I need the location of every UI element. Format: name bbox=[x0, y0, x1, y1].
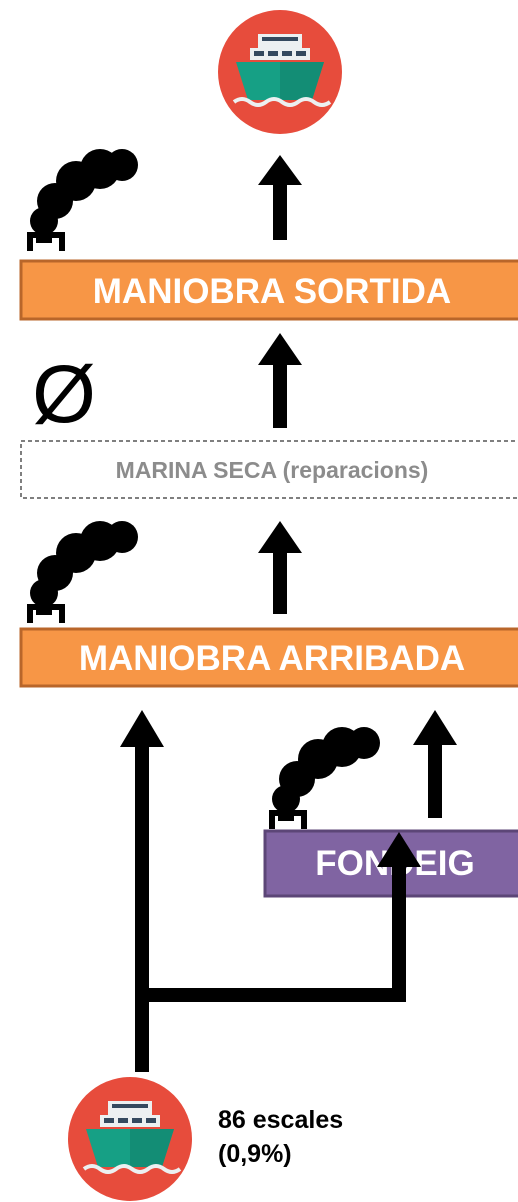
maniobra-sortida-box: MANIOBRA SORTIDA bbox=[19, 259, 518, 321]
arrow-marina-to-sortida bbox=[258, 333, 302, 428]
arrow-ship-to-arribada bbox=[120, 710, 164, 1072]
marina-seca-label: MARINA SECA (reparacions) bbox=[116, 457, 429, 483]
maniobra-sortida-label: MANIOBRA SORTIDA bbox=[93, 272, 451, 311]
arrow-fondeig-to-arribada bbox=[413, 710, 457, 818]
escales-count: 86 escales bbox=[218, 1106, 344, 1134]
maniobra-arribada-label: MANIOBRA ARRIBADA bbox=[79, 639, 465, 678]
ship-icon-bottom bbox=[66, 1075, 194, 1202]
escales-caption: 86 escales (0,9%) bbox=[218, 1103, 343, 1171]
marina-seca-box: MARINA SECA (reparacions) bbox=[20, 440, 518, 499]
maniobra-arribada-box: MANIOBRA ARRIBADA bbox=[19, 627, 518, 688]
smokestack-icon-sortida bbox=[30, 149, 138, 251]
null-symbol: Ø bbox=[32, 349, 96, 440]
smokestack-icon-fondeig bbox=[272, 727, 380, 829]
arrow-arribada-to-marina bbox=[258, 521, 302, 614]
arrow-sortida-to-ship bbox=[258, 155, 302, 240]
escales-percent: (0,9%) bbox=[218, 1140, 292, 1168]
ship-icon-top bbox=[216, 8, 344, 136]
smokestack-icon-arribada bbox=[30, 521, 138, 623]
arrow-branch-to-fondeig bbox=[142, 832, 421, 1002]
